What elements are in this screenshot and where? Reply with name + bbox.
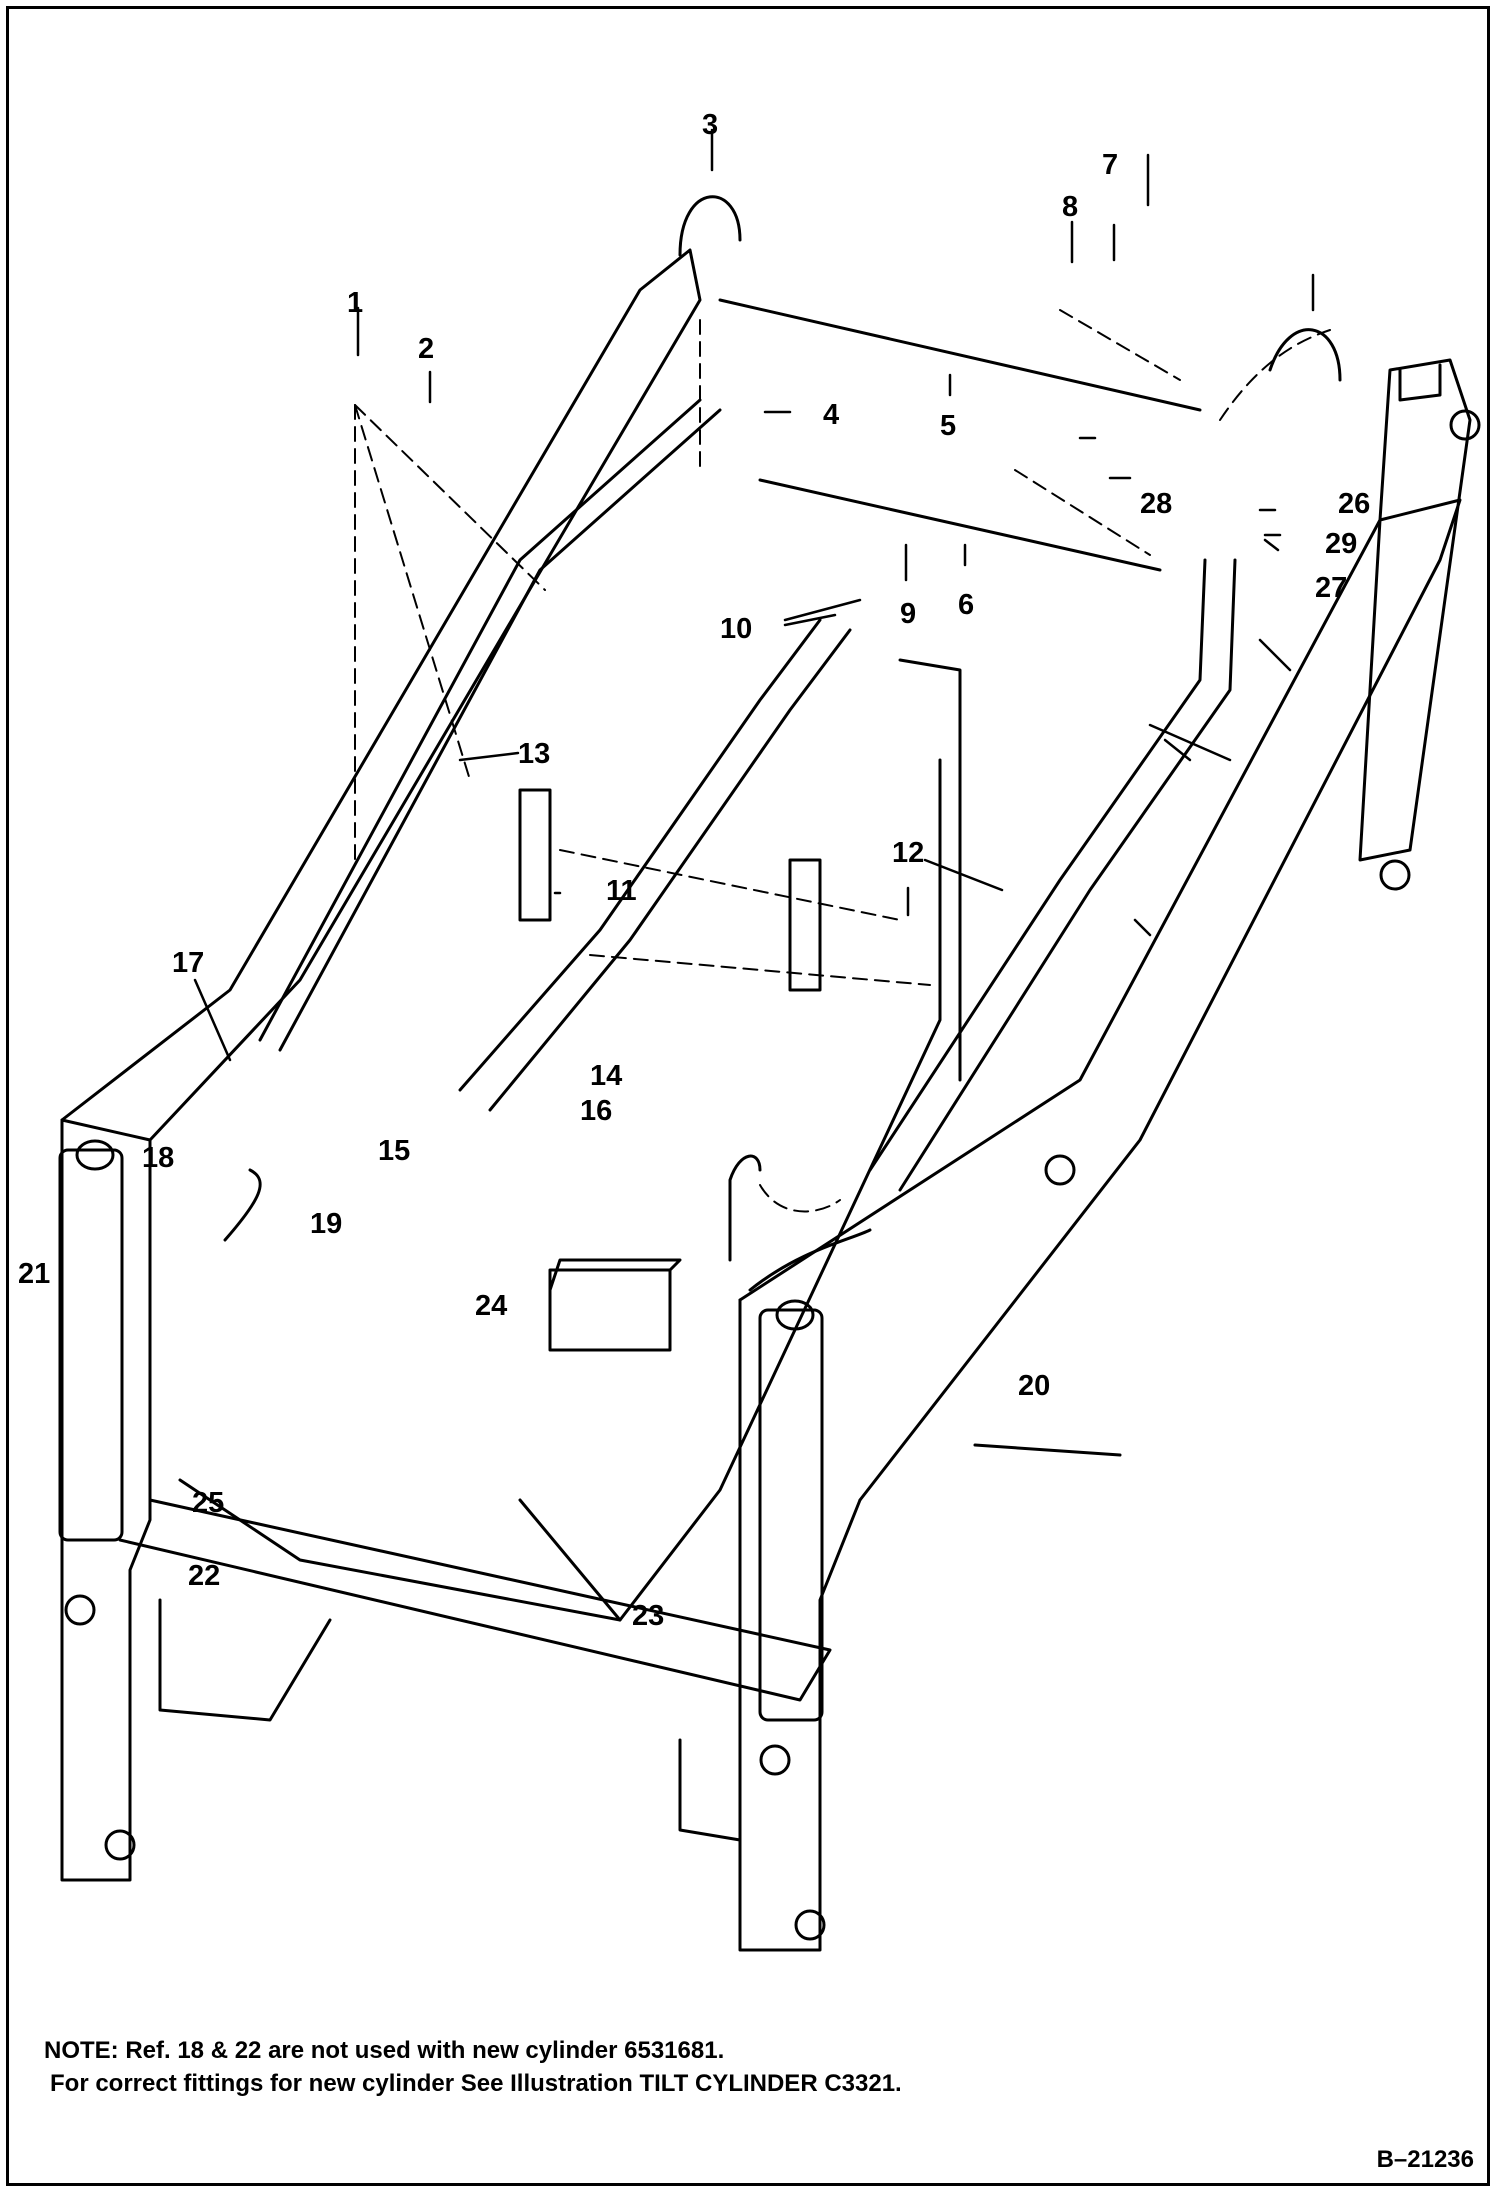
inner-frame <box>178 758 942 1622</box>
callout-2: 2 <box>418 333 434 365</box>
callout-18: 18 <box>142 1142 174 1174</box>
callout-16: 16 <box>580 1095 612 1127</box>
callout-11: 11 <box>606 875 637 907</box>
callout-17: 17 <box>172 947 204 979</box>
pin-20 <box>973 1443 1122 1457</box>
hose-3-left <box>678 195 742 257</box>
tube-13-right <box>868 558 1207 1172</box>
callout-21: 21 <box>18 1258 50 1290</box>
control-valve-24 <box>548 1268 672 1352</box>
left-boom-arm <box>60 248 702 1142</box>
left-upright <box>60 1118 152 1882</box>
callout-12: 12 <box>892 837 924 869</box>
callout-8: 8 <box>1062 191 1078 223</box>
callout-1: 1 <box>347 287 363 319</box>
callout-19: 19 <box>310 1208 342 1240</box>
callout-24: 24 <box>475 1290 507 1322</box>
callout-20: 20 <box>1018 1370 1050 1402</box>
manifold-11-b <box>788 858 822 992</box>
figure-reference: B–21236 <box>1376 2146 1474 2173</box>
manifold-11-a <box>518 788 552 922</box>
right-upright <box>738 1298 862 1952</box>
left-cylinder <box>58 1148 124 1542</box>
callout-26: 26 <box>1338 488 1370 520</box>
hose-19-right <box>748 1228 872 1292</box>
callout-3: 3 <box>702 109 718 141</box>
rod-6 <box>758 478 1162 572</box>
callout-7: 7 <box>1102 149 1118 181</box>
right-cylinder <box>758 1308 824 1722</box>
callout-22: 22 <box>188 1560 220 1592</box>
right-tower <box>1358 358 1472 862</box>
note-line-2: For correct fittings for new cylinder Se… <box>50 2070 902 2097</box>
callout-27: 27 <box>1315 572 1347 604</box>
callout-4: 4 <box>823 399 839 431</box>
tube-14 <box>458 618 822 1092</box>
callout-25: 25 <box>192 1487 224 1519</box>
bottom-cross-member <box>118 1498 832 1702</box>
callout-10: 10 <box>720 613 752 645</box>
right-boom-arm <box>738 498 1462 1502</box>
page-frame <box>6 6 1490 2186</box>
rod-5 <box>718 298 1202 412</box>
hose-19-left <box>223 1168 262 1242</box>
hose-3-right <box>1268 328 1342 382</box>
hose-17-right <box>728 1154 762 1262</box>
callout-15: 15 <box>378 1135 410 1167</box>
note-line-1: NOTE: Ref. 18 & 22 are not used with new… <box>44 2037 725 2064</box>
callout-9: 9 <box>900 598 916 630</box>
callout-6: 6 <box>958 589 974 621</box>
callout-23: 23 <box>632 1600 664 1632</box>
callout-13: 13 <box>518 738 550 770</box>
callout-29: 29 <box>1325 528 1357 560</box>
callout-14: 14 <box>590 1060 622 1092</box>
tube-13-left <box>258 398 702 1042</box>
callout-28: 28 <box>1140 488 1172 520</box>
callout-5: 5 <box>940 410 956 442</box>
